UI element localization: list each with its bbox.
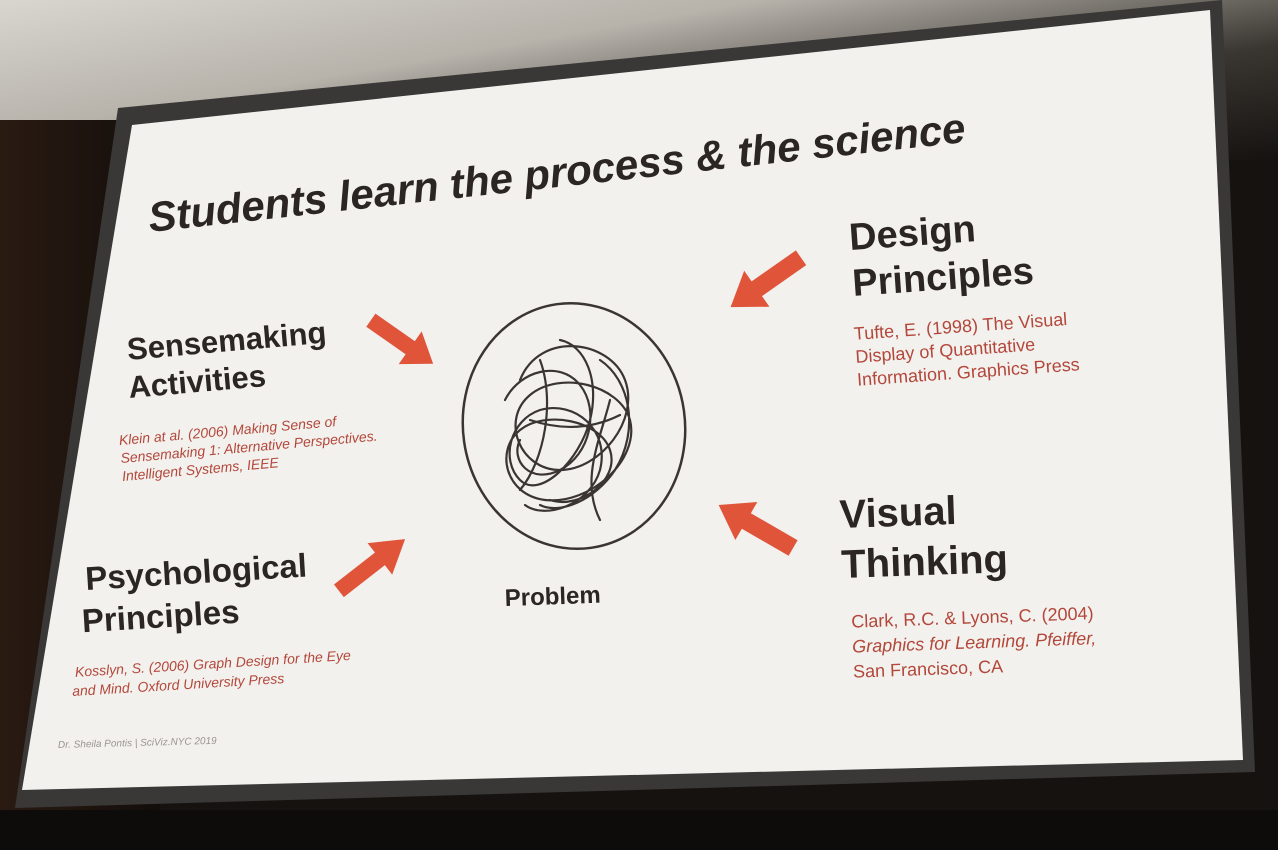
arrow-icon-sensemaking (366, 313, 434, 365)
arrow-icon-psychological (333, 539, 406, 598)
problem-diagram (461, 301, 687, 551)
section-psychological: Psychological Principles Kosslyn, S. (20… (72, 547, 352, 700)
design-heading-line1: Design (848, 208, 977, 259)
problem-circle (461, 301, 687, 551)
visual-heading-line1: Visual (839, 489, 958, 537)
problem-label: Problem (504, 582, 601, 612)
arrow-icon-design (730, 250, 807, 308)
arrow-icon-visual (718, 501, 798, 556)
scribble-icon (503, 338, 633, 522)
slide-surface (22, 10, 1243, 790)
room-floor (0, 810, 1278, 850)
slide-footer: Dr. Sheila Pontis | SciViz.NYC 2019 (58, 736, 217, 751)
visual-heading-line2: Thinking (841, 537, 1009, 587)
